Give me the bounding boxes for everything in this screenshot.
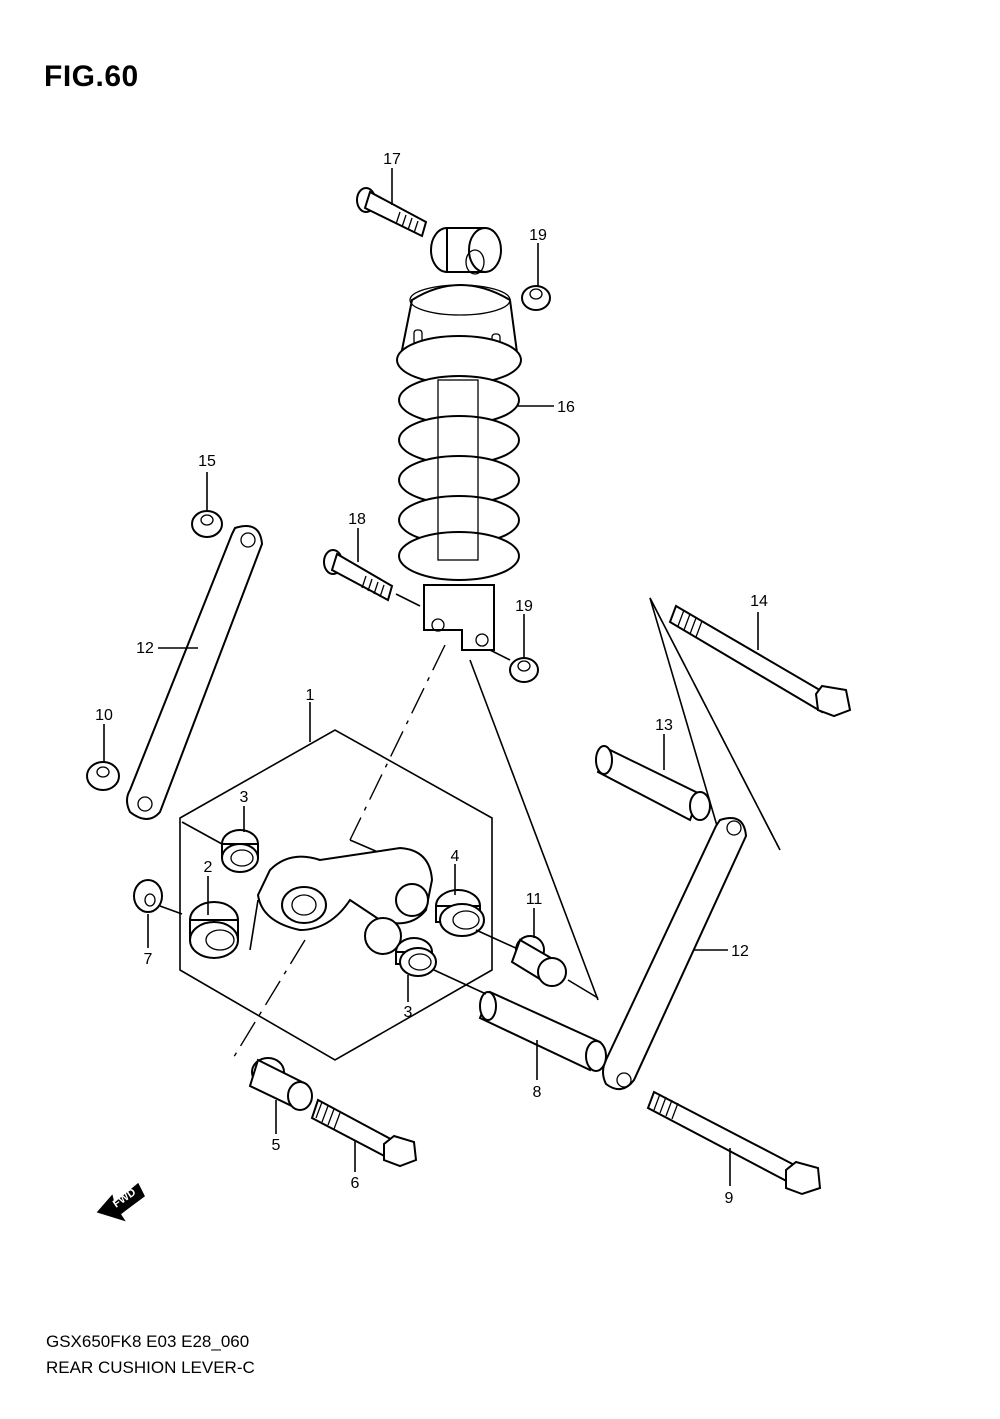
- callout-10: 10: [95, 707, 113, 724]
- callout-3-upper: 3: [240, 789, 249, 806]
- callout-3-lower: 3: [404, 1004, 413, 1021]
- callout-16: 16: [557, 399, 575, 416]
- nut-10[interactable]: [86, 761, 120, 791]
- callout-12-left: 12: [136, 640, 154, 657]
- bolt-18[interactable]: [323, 549, 394, 602]
- spacer-8[interactable]: [478, 990, 607, 1072]
- diagram-code: GSX650FK8 E03 E28_060: [46, 1332, 250, 1351]
- link-rod-12-right[interactable]: [602, 817, 748, 1091]
- callout-19-lower: 19: [515, 598, 533, 615]
- callout-2: 2: [204, 859, 213, 876]
- callout-7: 7: [144, 951, 153, 968]
- bolt-14[interactable]: [668, 604, 852, 718]
- bearing-3-upper[interactable]: [221, 829, 259, 873]
- bearing-2[interactable]: [189, 901, 239, 959]
- bearing-3-lower[interactable]: [395, 937, 437, 977]
- nut-7[interactable]: [133, 879, 163, 913]
- bolt-17[interactable]: [356, 187, 428, 238]
- callout-18: 18: [348, 511, 366, 528]
- spacer-5[interactable]: [248, 1057, 313, 1111]
- callout-8: 8: [533, 1084, 542, 1101]
- callout-17: 17: [383, 151, 401, 168]
- callout-12-right: 12: [731, 943, 749, 960]
- callout-13: 13: [655, 717, 673, 734]
- link-rod-12-left[interactable]: [126, 525, 264, 820]
- callout-6: 6: [351, 1175, 360, 1192]
- figure-title: FIG.60: [44, 60, 139, 93]
- rear-shock-absorber[interactable]: [396, 227, 522, 651]
- callout-1: 1: [306, 687, 315, 704]
- callout-9: 9: [725, 1190, 734, 1207]
- nut-19-upper[interactable]: [521, 285, 551, 311]
- callout-14: 14: [750, 593, 768, 610]
- callout-4: 4: [451, 848, 460, 865]
- bearing-4[interactable]: [435, 889, 485, 937]
- cushion-lever-assembly-frame: [179, 729, 493, 1061]
- bolt-9[interactable]: [646, 1090, 822, 1196]
- cushion-lever[interactable]: [256, 846, 434, 955]
- nut-15[interactable]: [191, 510, 223, 538]
- callout-11: 11: [526, 891, 543, 908]
- callout-19-upper: 19: [529, 227, 547, 244]
- nut-19-lower[interactable]: [509, 657, 539, 683]
- forward-direction-icon: FWD: [96, 1182, 145, 1222]
- spacer-11[interactable]: [510, 935, 567, 987]
- callout-15: 15: [198, 453, 216, 470]
- diagram-name: REAR CUSHION LEVER-C: [46, 1358, 255, 1377]
- bolt-6[interactable]: [310, 1098, 418, 1168]
- callout-labels: 17 19 16 15 18 19 14 12 1 13 10 3 4 2 11…: [95, 151, 768, 1207]
- spacer-13[interactable]: [595, 745, 711, 822]
- callout-5: 5: [272, 1137, 281, 1154]
